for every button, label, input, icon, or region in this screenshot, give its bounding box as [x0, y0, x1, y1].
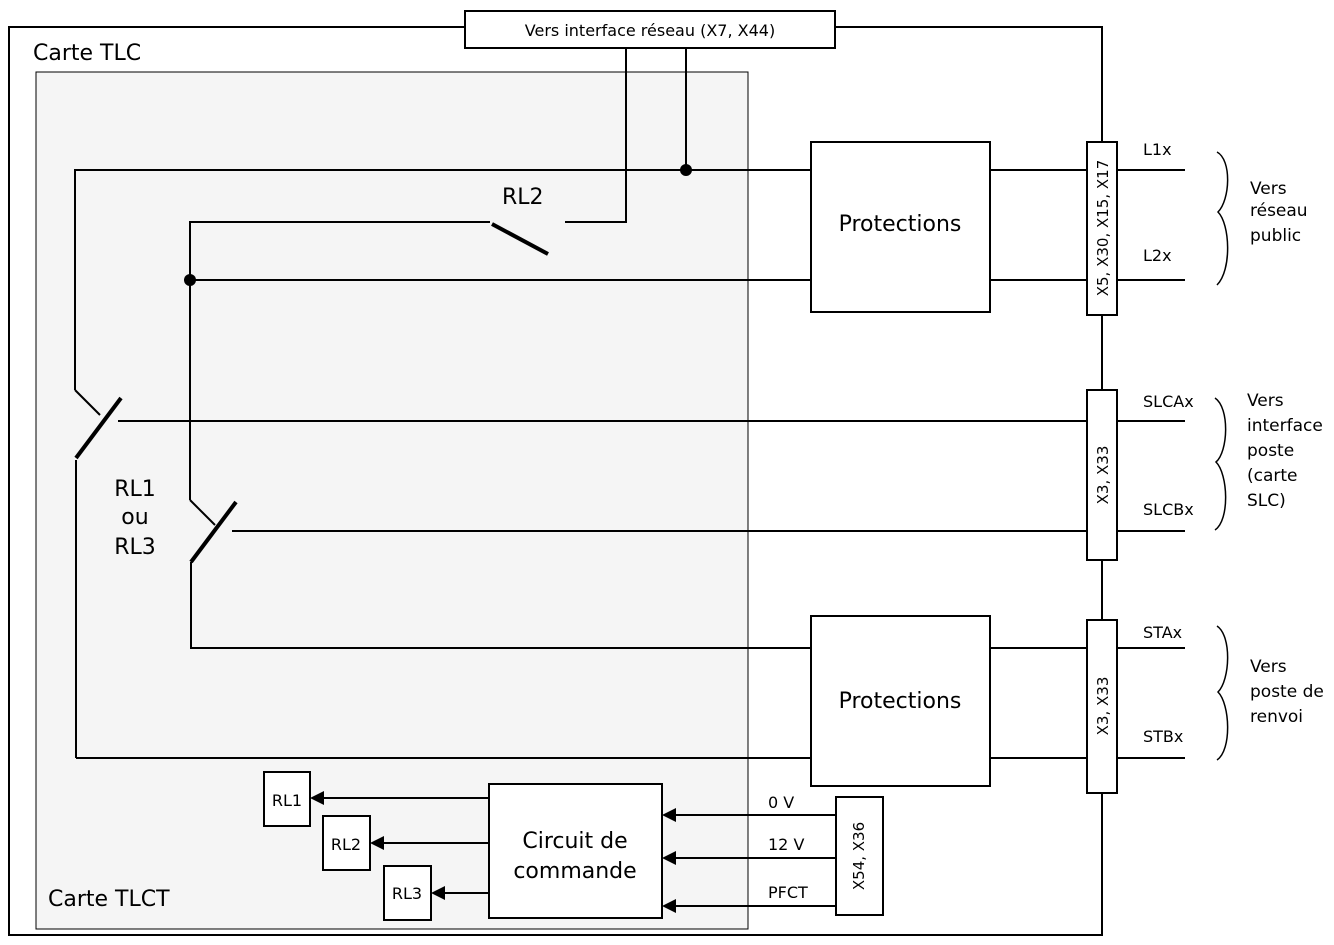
- relay-rl1-box: [263, 771, 311, 827]
- label-0v: 0 V: [768, 793, 794, 812]
- brace-forward-station: [1216, 625, 1229, 761]
- tlc-card-label: Carte TLC: [33, 41, 141, 66]
- rl2-switch-label: RL2: [502, 185, 544, 210]
- brace-public-network: [1216, 151, 1229, 286]
- rl1-switch-blade-upper: [74, 389, 101, 416]
- rl1-switch-blade: [74, 396, 123, 460]
- junction-l2: [184, 274, 196, 286]
- wire-rl2-left: [189, 221, 490, 500]
- signal-stb: STBx: [1143, 727, 1183, 746]
- connector-top-label: X5, X30, X15, X17: [1094, 160, 1112, 297]
- arrowhead-12v: [662, 851, 676, 865]
- signal-slca: SLCAx: [1143, 392, 1194, 411]
- brace-extension-interface: [1214, 397, 1227, 531]
- signal-sta: STAx: [1143, 623, 1182, 642]
- dest-fwd-2: poste de: [1250, 682, 1324, 702]
- relay-rl3-label: RL3: [392, 884, 422, 903]
- connector-top-block: [1086, 141, 1118, 316]
- dest-fwd-1: Vers: [1250, 657, 1287, 677]
- network-interface-box: [464, 10, 836, 49]
- label-pfct: PFCT: [768, 883, 808, 902]
- network-interface-label: Vers interface réseau (X7, X44): [525, 21, 775, 40]
- wire-network-a: [565, 48, 627, 223]
- dest-public-1: Vers: [1250, 179, 1287, 199]
- protections-bottom-label: Protections: [839, 689, 962, 714]
- wire-rl3-lower: [190, 562, 810, 649]
- rl3-switch-blade-upper: [189, 499, 216, 526]
- dest-ext-1: Vers: [1247, 391, 1284, 411]
- power-connector-block: [835, 796, 884, 916]
- protections-bottom-box: [810, 615, 991, 787]
- relay-rl1-label: RL1: [272, 791, 302, 810]
- connector-middle-label: X3, X33: [1094, 446, 1112, 505]
- control-circuit-line2: commande: [513, 859, 636, 884]
- label-12v: 12 V: [768, 835, 804, 854]
- signal-l2: L2x: [1143, 246, 1172, 265]
- arrowhead-rl3: [431, 886, 445, 900]
- junction-l1: [680, 164, 692, 176]
- rl1-ou-label: ou: [121, 505, 148, 530]
- dest-ext-4: (carte: [1247, 466, 1298, 486]
- rl3-label: RL3: [114, 535, 156, 560]
- relay-rl2-label: RL2: [331, 835, 361, 854]
- arrowhead-rl1: [310, 791, 324, 805]
- dest-public-2: réseau: [1250, 201, 1308, 221]
- protections-top-box: [810, 141, 991, 313]
- dest-fwd-3: renvoi: [1250, 707, 1303, 727]
- rl1-label: RL1: [114, 477, 156, 502]
- arrowhead-pfct: [662, 899, 676, 913]
- signal-slcb: SLCBx: [1143, 500, 1194, 519]
- protections-top-label: Protections: [839, 212, 962, 237]
- dest-ext-2: interface: [1247, 416, 1323, 436]
- arrowhead-rl2: [370, 836, 384, 850]
- power-connector-label: X54, X36: [850, 822, 868, 890]
- connector-bottom-label: X3, X33: [1094, 677, 1112, 736]
- dest-public-3: public: [1250, 226, 1301, 246]
- rl2-switch-blade: [491, 222, 549, 256]
- dest-ext-3: poste: [1247, 441, 1294, 461]
- arrowhead-0v: [662, 808, 676, 822]
- control-circuit-box: [488, 783, 663, 919]
- wire-l1: [74, 169, 810, 390]
- signal-l1: L1x: [1143, 140, 1172, 159]
- tlct-card-label: Carte TLCT: [48, 887, 170, 912]
- rl3-switch-blade: [189, 500, 238, 564]
- dest-ext-5: SLC): [1247, 491, 1286, 511]
- control-circuit-line1: Circuit de: [522, 829, 627, 854]
